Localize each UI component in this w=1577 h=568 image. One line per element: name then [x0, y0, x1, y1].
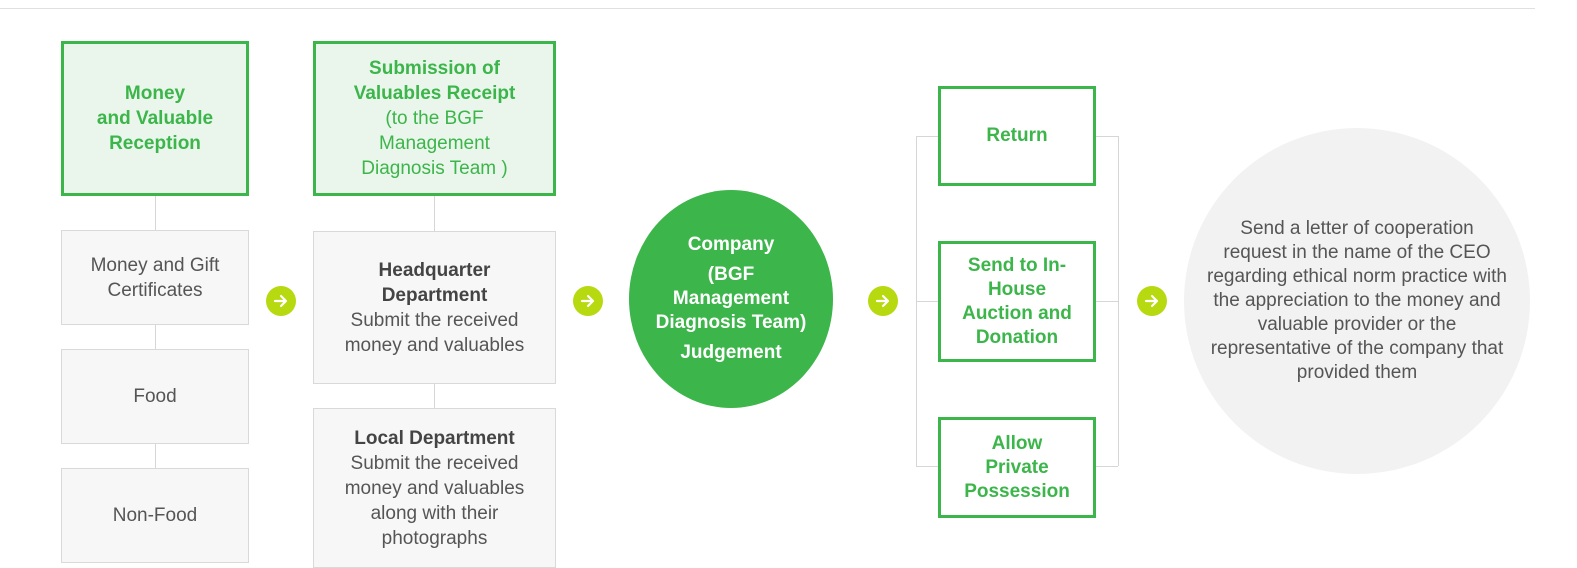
header-line: (to the BGF	[385, 108, 484, 129]
headquarter-department-box: Headquarter Department Submit the receiv…	[313, 231, 556, 384]
header-line: Money	[124, 83, 186, 104]
connector	[155, 444, 156, 468]
final-action-text: Send a letter of cooperation request in …	[1207, 218, 1507, 383]
top-divider	[0, 8, 1535, 9]
outcome-label: Return	[986, 125, 1048, 146]
header-line: Reception	[109, 133, 201, 154]
bracket-tick	[1096, 301, 1118, 302]
return-box: Return	[938, 86, 1096, 186]
connector	[155, 196, 156, 230]
header-line: Management	[379, 133, 490, 154]
bracket-tick	[916, 466, 938, 467]
auction-donation-box: Send to In-House Auction and Donation	[938, 241, 1096, 362]
judgement-circle: Company (BGF Management Diagnosis Team) …	[629, 190, 833, 408]
arrow-right-icon	[266, 286, 296, 316]
header-line: Diagnosis Team )	[361, 158, 508, 179]
private-possession-box: Allow Private Possession	[938, 417, 1096, 518]
local-text: Submit the received money and valuables …	[344, 452, 525, 549]
local-title: Local Department	[354, 427, 515, 449]
bracket-tick	[1096, 136, 1118, 137]
connector	[434, 196, 435, 231]
item-label: Non-Food	[112, 505, 198, 526]
money-reception-box: Money and Valuable Reception	[61, 41, 249, 196]
hq-text: Submit the received money and valuables	[344, 309, 525, 356]
non-food-box: Non-Food	[61, 468, 249, 563]
judgement-team: (BGF Management Diagnosis Team)	[655, 264, 807, 333]
outcome-label: Allow Private Possession	[964, 432, 1070, 502]
bracket-right	[1118, 136, 1119, 466]
money-gift-certificates-box: Money and Gift Certificates	[61, 230, 249, 325]
header-line: Submission of	[369, 58, 500, 79]
header-line: Valuables Receipt	[353, 83, 516, 104]
outcome-label: Send to In-House Auction and Donation	[962, 254, 1072, 348]
bracket-tick	[916, 301, 938, 302]
arrow-right-icon	[868, 286, 898, 316]
final-action-circle: Send a letter of cooperation request in …	[1184, 128, 1530, 474]
arrow-right-icon	[1137, 286, 1167, 316]
hq-title: Headquarter Department	[378, 259, 491, 306]
local-department-box: Local Department Submit the received mon…	[313, 408, 556, 568]
arrow-right-icon	[573, 286, 603, 316]
bracket-tick	[916, 136, 938, 137]
judgement-label: Judgement	[680, 342, 782, 363]
judgement-company: Company	[687, 234, 775, 255]
connector	[155, 325, 156, 349]
bracket-tick	[1096, 466, 1118, 467]
header-line: and Valuable	[96, 108, 214, 129]
food-box: Food	[61, 349, 249, 444]
submission-box: Submission of Valuables Receipt (to the …	[313, 41, 556, 196]
connector	[434, 384, 435, 408]
item-label: Money and Gift Certificates	[90, 254, 220, 301]
item-label: Food	[133, 386, 177, 407]
